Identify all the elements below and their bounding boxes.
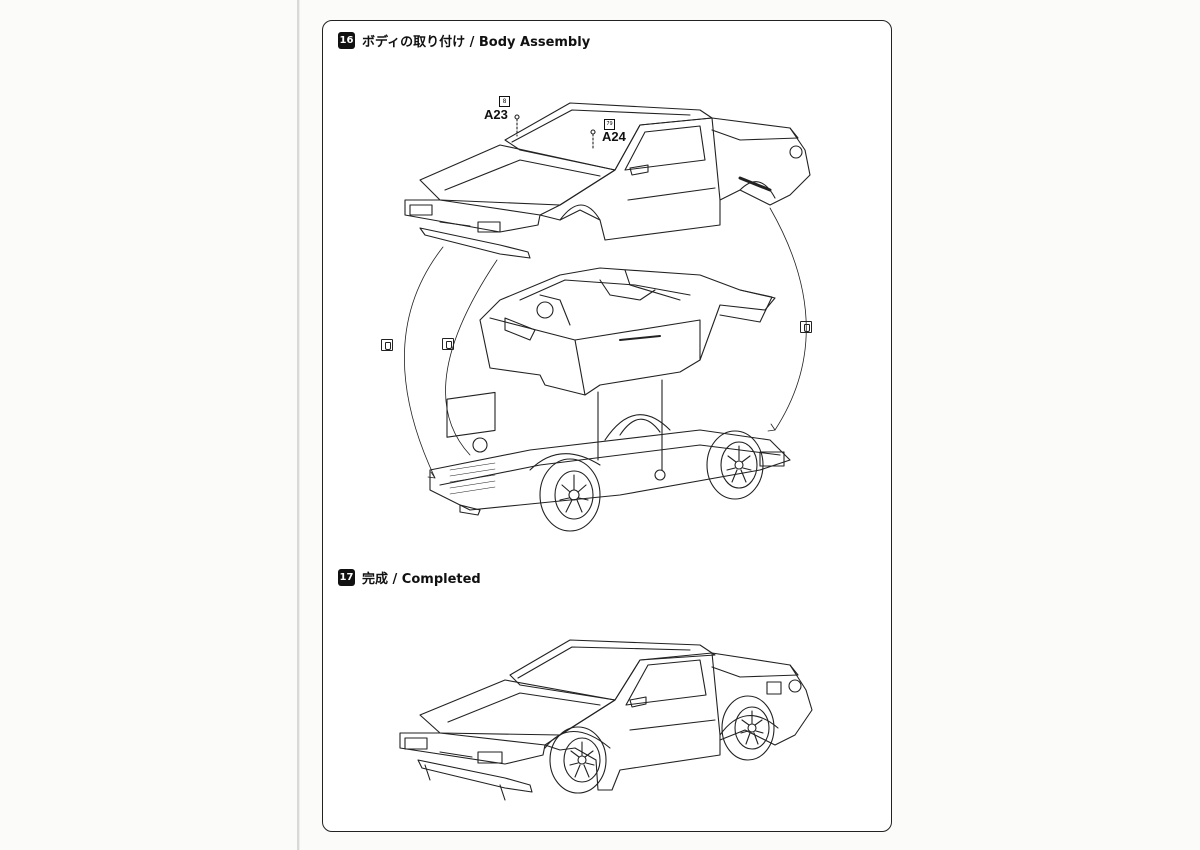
page-fold-line [297,0,299,850]
body-shell-drawing [405,103,810,258]
step-16-number: 16 [338,32,355,49]
instruction-frame [322,20,892,832]
page-fold-shadow [299,0,300,850]
part-a23-ref: 8 [499,96,510,107]
step-17-header: 17 完成 / Completed [338,568,481,587]
part-a24-ref: 79 [604,119,615,130]
step-16-header: 16 ボディの取り付け / Body Assembly [338,31,590,50]
step-17-number: 17 [338,569,355,586]
step-16-title: ボディの取り付け / Body Assembly [362,35,591,50]
part-a23-label: A23 [484,107,508,122]
assembly-guide-arcs [404,208,806,478]
interior-tub-drawing [480,268,775,470]
glue-icon [381,339,393,351]
glue-icon [442,338,454,350]
chassis-drawing [430,392,790,531]
completed-car-drawing [400,640,812,800]
part-a24-label: A24 [602,129,626,144]
step-17-title: 完成 / Completed [362,572,481,587]
